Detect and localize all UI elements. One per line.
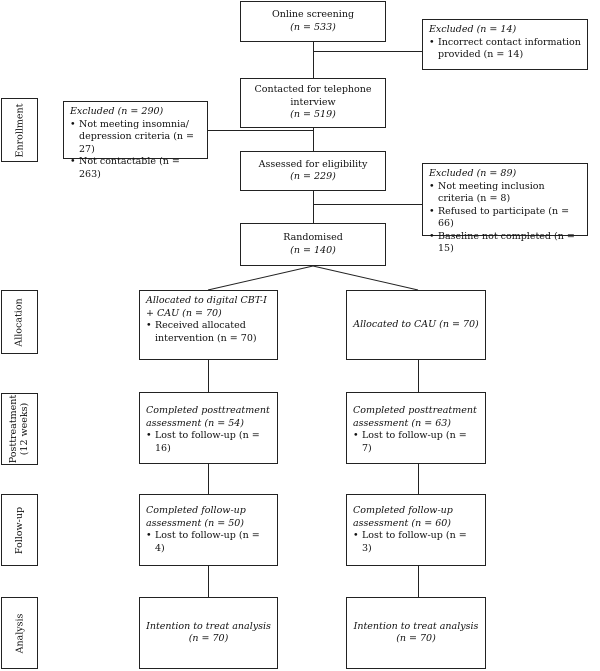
- analysis-cbti-box: Intention to treat analysis (n = 70): [139, 597, 278, 669]
- contacted-title-line1: Contacted for telephone: [254, 84, 372, 96]
- stage-enrollment: Enrollment: [1, 98, 38, 162]
- assessed-box: Assessed for eligibility (n = 229): [240, 151, 386, 191]
- analysis-cau-box: Intention to treat analysis (n = 70): [346, 597, 486, 669]
- posttreatment-cbti-box: Completed posttreatment assessment (n = …: [139, 392, 278, 464]
- allocation-cbti-item: Received allocated intervention (n = 70): [146, 320, 271, 345]
- contacted-box: Contacted for telephone interview (n = 5…: [240, 78, 386, 128]
- connector-left-fu: [208, 464, 209, 494]
- connector-right-post: [418, 360, 419, 392]
- excluded3-title: Excluded (n = 89): [429, 168, 517, 179]
- excluded3-item-inclusion: Not meeting inclusion criteria (n = 8): [429, 181, 581, 206]
- analysis-cbti-count: (n = 70): [188, 633, 229, 644]
- analysis-cau-count: (n = 70): [396, 633, 436, 644]
- stage-posttreatment: Posttreatment (12 weeks): [1, 393, 38, 465]
- stage-followup: Follow-up: [1, 494, 38, 566]
- connector-left-post: [208, 360, 209, 392]
- followup-cbti-title: Completed follow-up assessment (n = 50): [146, 505, 246, 529]
- excluded2-item-criteria: Not meeting insomnia/ depression criteri…: [70, 119, 201, 157]
- connector-left-an: [208, 566, 209, 597]
- excluded2-title: Excluded (n = 290): [70, 106, 164, 117]
- excluded3-item-baseline: Baseline not completed (n = 15): [429, 231, 581, 256]
- branch-line-left: [207, 265, 314, 291]
- stage-allocation: Allocation: [1, 290, 38, 354]
- allocation-cau-title: Allocated to CAU (n = 70): [353, 318, 479, 330]
- screening-count: (n = 533): [290, 21, 336, 33]
- contacted-title-line2: interview: [290, 96, 336, 108]
- posttreatment-cau-box: Completed posttreatment assessment (n = …: [346, 392, 486, 464]
- excluded-box-2: Excluded (n = 290) Not meeting insomnia/…: [63, 101, 208, 180]
- excluded2-item-not-contactable: Not contactable (n = 263): [70, 156, 201, 181]
- randomised-box: Randomised (n = 140): [240, 223, 386, 266]
- analysis-cbti-title: Intention to treat analysis: [146, 620, 271, 632]
- connector-excluded3: [313, 204, 422, 205]
- followup-cbti-item: Lost to follow-up (n = 4): [146, 530, 271, 555]
- allocation-cbti-box: Allocated to digital CBT-I + CAU (n = 70…: [139, 290, 278, 360]
- assessed-count: (n = 229): [290, 171, 336, 182]
- followup-cau-box: Completed follow-up assessment (n = 60) …: [346, 494, 486, 566]
- connector-excluded1: [313, 51, 422, 52]
- posttreatment-cbti-title: Completed posttreatment assessment (n = …: [146, 405, 270, 429]
- assessed-title: Assessed for eligibility: [258, 158, 368, 170]
- excluded3-item-refused: Refused to participate (n = 66): [429, 206, 581, 231]
- posttreatment-cbti-item: Lost to follow-up (n = 16): [146, 430, 271, 455]
- excluded1-item: Incorrect contact information provided (…: [429, 37, 581, 62]
- randomised-count: (n = 140): [290, 244, 336, 256]
- excluded-box-1: Excluded (n = 14) Incorrect contact info…: [422, 19, 588, 70]
- followup-cbti-box: Completed follow-up assessment (n = 50) …: [139, 494, 278, 566]
- screening-title: Online screening: [271, 9, 355, 20]
- followup-cau-item: Lost to follow-up (n = 3): [353, 530, 479, 555]
- allocation-cbti-title: Allocated to digital CBT-I + CAU (n = 70…: [146, 295, 267, 319]
- connector-main-vertical: [313, 41, 314, 223]
- excluded1-title: Excluded (n = 14): [429, 24, 517, 35]
- followup-cau-title: Completed follow-up assessment (n = 60): [353, 505, 453, 529]
- excluded-box-3: Excluded (n = 89) Not meeting inclusion …: [422, 163, 588, 254]
- analysis-cau-title: Intention to treat analysis: [353, 620, 479, 632]
- branch-line-right: [312, 265, 419, 291]
- posttreatment-cau-item: Lost to follow-up (n = 7): [353, 430, 479, 455]
- connector-excluded2: [208, 130, 314, 131]
- connector-right-an: [418, 566, 419, 597]
- contacted-count: (n = 519): [290, 109, 336, 121]
- allocation-cau-box: Allocated to CAU (n = 70): [346, 290, 486, 360]
- randomised-title: Randomised: [283, 232, 343, 243]
- online-screening-box: Online screening (n = 533): [240, 1, 386, 42]
- stage-analysis: Analysis: [1, 597, 38, 669]
- posttreatment-cau-title: Completed posttreatment assessment (n = …: [353, 405, 477, 429]
- connector-right-fu: [418, 464, 419, 494]
